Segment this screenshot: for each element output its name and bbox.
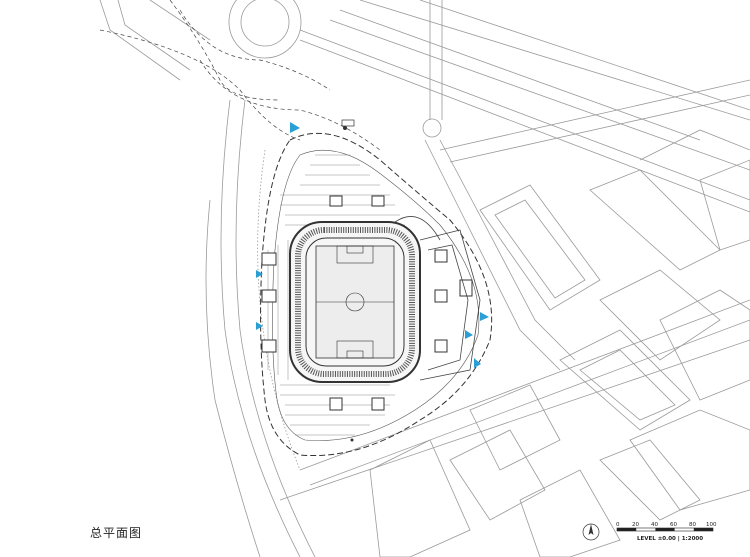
scale-tick-label: 20 [632, 522, 639, 528]
entrance-markers [256, 122, 489, 368]
scale-tick-label: 60 [670, 522, 677, 528]
entrance-triangle-icon [465, 330, 473, 339]
scale-bar: 0 20 40 60 80 100 LEVEL ±0.00 | 1:2000 [616, 522, 717, 542]
road-network [99, 0, 750, 557]
site-boundary [260, 132, 493, 457]
stadium-concourse [305, 237, 405, 367]
entrance-triangle-icon [290, 122, 300, 133]
scale-tick-label: 100 [706, 522, 717, 528]
scale-tick-label: 40 [651, 522, 658, 528]
entrance-triangle-icon [256, 322, 263, 330]
north-arrow-icon [582, 523, 600, 541]
east-concourse [394, 216, 481, 381]
parking-area-north [280, 154, 405, 226]
support-buildings [261, 195, 473, 411]
entrance-triangle-icon [474, 358, 481, 368]
pitch-goal-box-bottom [346, 350, 364, 359]
pitch-goal-box-top [346, 245, 364, 254]
site-markers [341, 119, 355, 442]
scale-level-label: LEVEL ±0.00 | 1:2000 [637, 536, 703, 542]
scale-tick-label: 80 [689, 522, 696, 528]
city-blocks [369, 129, 750, 557]
scale-tick-label: 0 [616, 522, 620, 528]
entrance-triangle-icon [256, 270, 263, 278]
dashed-paths [99, 0, 381, 151]
drawing-title: 总平面图 [90, 526, 143, 540]
entrance-triangle-icon [480, 312, 489, 321]
pitch-center-circle [345, 292, 365, 312]
